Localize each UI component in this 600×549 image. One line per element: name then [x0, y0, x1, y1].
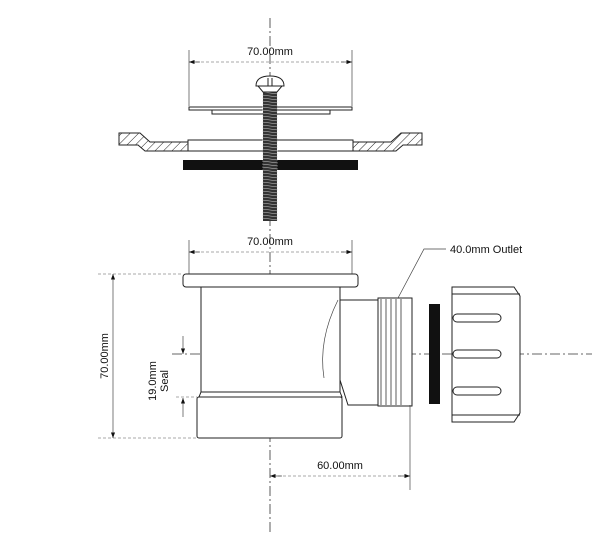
trap-body: [182, 273, 359, 439]
outlet-label: 40.0mm Outlet: [450, 244, 522, 256]
height-label: 70.00mm: [99, 333, 111, 379]
seal-dimension: 19.0mm Seal: [147, 336, 197, 417]
outlet-seal: [429, 304, 440, 404]
outlet-callout: 40.0mm Outlet: [397, 244, 522, 299]
top-width-label: 70.00mm: [247, 46, 293, 58]
seal-label: Seal: [159, 370, 171, 392]
seal-value-label: 19.0mm: [147, 361, 159, 401]
hatched-flange: [118, 132, 423, 152]
offset-dimension: 60.00mm: [270, 405, 411, 490]
top-dimension: 70.00mm: [188, 46, 353, 106]
body-dimension: 70.00mm: [188, 236, 353, 274]
body-width-label: 70.00mm: [247, 236, 293, 248]
height-dimension: 70.00mm: [98, 273, 197, 439]
coupling-nut: [451, 286, 521, 423]
offset-label: 60.00mm: [317, 460, 363, 472]
screw: [255, 75, 285, 221]
